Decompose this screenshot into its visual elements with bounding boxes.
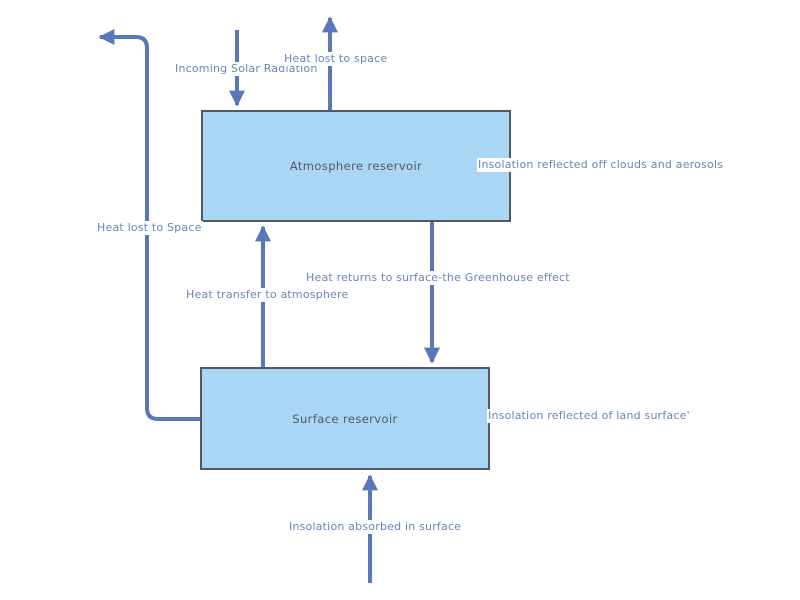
heat-lost-to-space-top-label: Heat lost to space (283, 52, 389, 66)
heat-lost-to-space-left-label: Heat lost to Space (96, 221, 203, 235)
insolation-absorbed-label: Insolation absorbed in surface (288, 520, 463, 534)
atmosphere-reservoir-label: Atmosphere reservoir (289, 159, 423, 173)
greenhouse-return-label: Heat returns to surface-the Greenhouse e… (305, 271, 571, 285)
surface-reservoir-box: Surface reservoir (200, 367, 490, 470)
incoming-solar-radiation-label: Incoming Solar Radiation (174, 62, 319, 76)
surface-reservoir-label: Surface reservoir (292, 411, 398, 426)
insolation-reflected-clouds-label: Insolation reflected off clouds and aero… (477, 158, 725, 172)
heat-transfer-to-atmosphere-label: Heat transfer to atmosphere (185, 288, 350, 302)
insolation-reflected-land-label: Insolation reflected of land surface' (487, 409, 691, 423)
atmosphere-reservoir-box: Atmosphere reservoir (201, 110, 511, 222)
